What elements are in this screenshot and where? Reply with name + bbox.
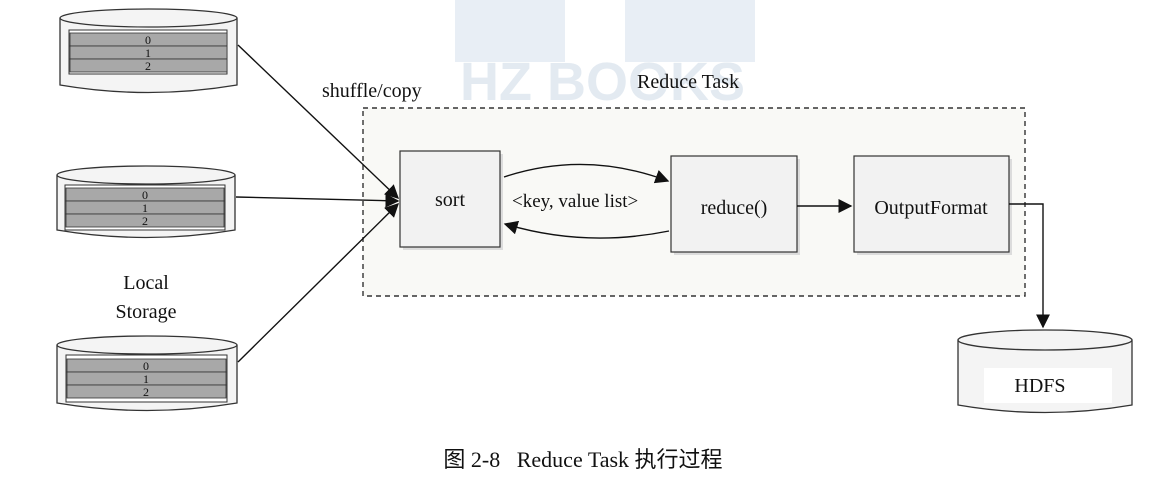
sort-label: sort [435, 189, 465, 211]
partition-label: 0 [145, 33, 151, 47]
key-value-list-label: <key, value list> [512, 191, 638, 212]
figure-caption: 图 2-8 Reduce Task 执行过程 [443, 447, 722, 472]
local-storage-label-line2: Storage [115, 301, 176, 323]
reduce-label: reduce() [701, 197, 768, 219]
storage-cylinder-2: 0 1 2 [56, 165, 236, 239]
partition-slot [66, 384, 227, 399]
partition-slot [69, 58, 228, 73]
output-format-label: OutputFormat [874, 197, 988, 219]
output-format-box: OutputFormat [853, 155, 1012, 255]
partition-label: 2 [143, 385, 149, 399]
hdfs-label: HDFS [1014, 375, 1065, 397]
partition-slot [65, 213, 225, 228]
partition-label: 2 [142, 214, 148, 228]
output-to-hdfs-arrow [1009, 203, 1050, 329]
reduce-to-sort-arrow [503, 220, 670, 239]
partition-label: 0 [142, 188, 148, 202]
sort-to-reduce-arrow [503, 163, 670, 184]
reduce-box: reduce() [670, 155, 800, 255]
watermark-text: HZ BOOKS [460, 52, 745, 112]
shuffle-copy-label: shuffle/copy [322, 80, 422, 102]
sort-box: sort [399, 150, 503, 250]
storage-cylinder-1: 0 1 2 [59, 8, 238, 94]
shuffle-arrow-2 [235, 193, 400, 208]
shuffle-arrow-1 [237, 44, 400, 199]
partition-label: 0 [143, 359, 149, 373]
storage-cylinder-3: 0 1 2 [56, 335, 238, 412]
watermark: HZ BOOKS [455, 0, 755, 112]
partition-label: 2 [145, 59, 151, 73]
shuffle-arrow-3 [237, 203, 399, 363]
reduce-task-title: Reduce Task [637, 71, 739, 93]
hdfs-cylinder: HDFS [957, 329, 1133, 414]
partition-label: 1 [143, 372, 149, 386]
partition-label: 1 [142, 201, 148, 215]
partition-label: 1 [145, 46, 151, 60]
local-storage-label-line1: Local [123, 272, 169, 294]
